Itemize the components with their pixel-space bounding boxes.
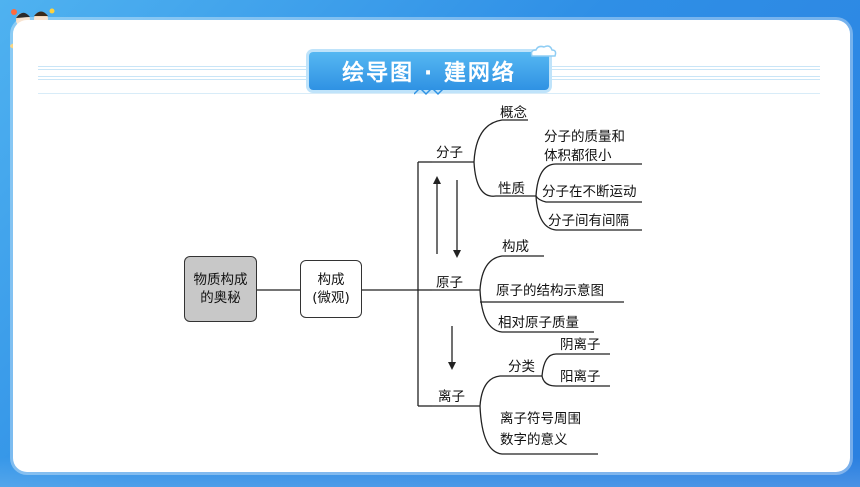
molecule-prop1-line2: 体积都很小 [544, 148, 612, 164]
root-node: 物质构成的奥秘 [184, 256, 257, 322]
ion-label: 离子 [438, 389, 465, 405]
ion-meaning-line2: 数字的意义 [500, 432, 568, 448]
cloud-icon [530, 45, 557, 57]
mind-map: 物质构成的奥秘 构成 (微观) 分子 概念 性质 分子的质量和 体积都很小 分子在… [184, 104, 650, 456]
mind-map-connectors [257, 119, 642, 455]
atom-label: 原子 [436, 275, 463, 291]
molecule-label: 分子 [436, 145, 463, 161]
molecule-property: 性质 [498, 181, 525, 197]
ion-meaning-line1: 离子符号周围 [500, 411, 581, 427]
section-title: 绘导图 · 建网络 [342, 61, 516, 86]
molecule-prop1-line1: 分子的质量和 [544, 129, 625, 145]
molecule-prop3: 分子间有间隔 [548, 213, 629, 229]
ion-classify: 分类 [508, 359, 535, 375]
ion-anion: 阳离子 [560, 369, 601, 385]
wave-ornament-icon [414, 86, 445, 96]
composition-line-1: 构成 [317, 272, 345, 288]
ion-cation: 阴离子 [560, 337, 601, 353]
molecule-prop2: 分子在不断运动 [542, 184, 637, 200]
root-line-2: 的奥秘 [200, 290, 241, 306]
composition-line-2: (微观) [312, 290, 350, 306]
composition-node: 构成 (微观) [300, 260, 362, 318]
root-line-1: 物质构成 [193, 272, 248, 288]
atom-composition: 构成 [502, 239, 529, 255]
atom-mass: 相对原子质量 [498, 315, 579, 331]
atom-structure: 原子的结构示意图 [496, 283, 604, 299]
section-title-banner: 绘导图 · 建网络 [309, 52, 549, 90]
molecule-concept: 概念 [500, 105, 527, 121]
